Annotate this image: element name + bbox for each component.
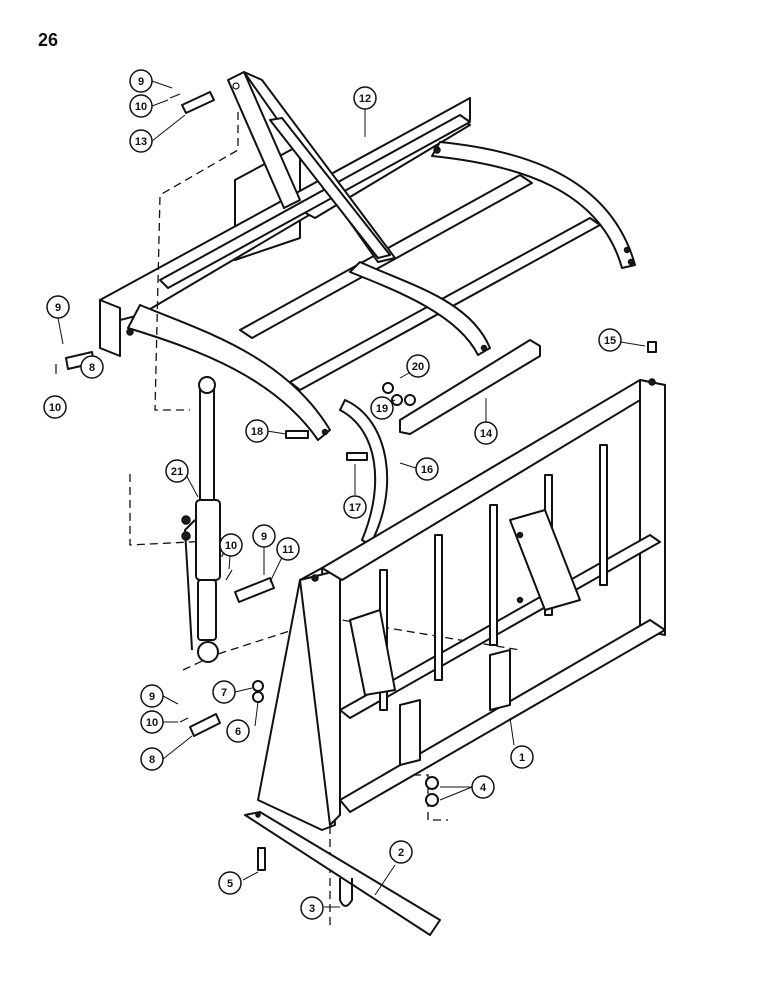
callout-4: 4 <box>471 775 495 799</box>
callout-3: 3 <box>300 896 324 920</box>
callout-12: 12 <box>353 86 377 110</box>
callout-9a: 9 <box>129 69 153 93</box>
callout-2: 2 <box>389 840 413 864</box>
svg-text:10: 10 <box>135 101 147 113</box>
callout-8a: 8 <box>80 355 104 379</box>
svg-text:7: 7 <box>221 687 227 699</box>
hydraulic-hose-outline <box>129 112 239 581</box>
hardware <box>55 91 657 907</box>
callout-7: 7 <box>212 680 236 704</box>
callout-10b: 10 <box>43 395 67 419</box>
callout-10a: 10 <box>129 94 153 118</box>
svg-text:21: 21 <box>171 466 183 478</box>
grapple-frame <box>257 378 666 831</box>
svg-text:4: 4 <box>480 782 487 794</box>
svg-text:5: 5 <box>227 878 233 890</box>
svg-text:9: 9 <box>138 76 144 88</box>
svg-text:9: 9 <box>149 691 155 703</box>
callout-20: 20 <box>406 354 430 378</box>
svg-text:9: 9 <box>55 302 61 314</box>
callout-6: 6 <box>226 719 250 743</box>
callout-8b: 8 <box>140 747 164 771</box>
fork-tine <box>244 811 441 936</box>
callout-11: 11 <box>276 537 300 561</box>
svg-text:6: 6 <box>235 726 241 738</box>
svg-text:3: 3 <box>309 903 315 915</box>
hydraulic-cylinder <box>181 376 221 663</box>
svg-text:9: 9 <box>261 531 267 543</box>
svg-text:10: 10 <box>225 540 237 552</box>
callout-13: 13 <box>129 129 153 153</box>
page-number: 26 <box>38 30 59 50</box>
callout-10c: 10 <box>219 533 243 557</box>
svg-text:13: 13 <box>135 136 147 148</box>
callout-15: 15 <box>598 328 622 352</box>
svg-text:10: 10 <box>49 402 61 414</box>
callout-9b: 9 <box>46 295 70 319</box>
svg-text:8: 8 <box>89 362 95 374</box>
cross-bar <box>399 339 541 435</box>
svg-text:2: 2 <box>398 847 404 859</box>
callout-14: 14 <box>474 421 498 445</box>
svg-text:10: 10 <box>146 717 158 729</box>
svg-text:12: 12 <box>359 93 371 105</box>
svg-text:16: 16 <box>421 464 433 476</box>
svg-text:14: 14 <box>480 428 493 440</box>
callout-17: 17 <box>343 495 367 519</box>
curved-tine <box>339 399 389 546</box>
svg-text:15: 15 <box>604 335 616 347</box>
svg-text:11: 11 <box>282 544 294 556</box>
callout-1: 1 <box>510 745 534 769</box>
callout-5: 5 <box>218 871 242 895</box>
upper-frame-assembly <box>99 71 636 441</box>
svg-text:19: 19 <box>376 403 388 415</box>
svg-text:1: 1 <box>519 752 525 764</box>
callout-9d: 9 <box>140 684 164 708</box>
callout-9c: 9 <box>252 524 276 548</box>
svg-text:8: 8 <box>149 754 155 766</box>
callout-19: 19 <box>370 396 394 420</box>
svg-text:17: 17 <box>349 502 361 514</box>
svg-text:18: 18 <box>251 426 263 438</box>
callout-18: 18 <box>245 419 269 443</box>
callout-21: 21 <box>165 459 189 483</box>
callout-10d: 10 <box>140 710 164 734</box>
svg-text:20: 20 <box>412 361 424 373</box>
callout-16: 16 <box>415 457 439 481</box>
